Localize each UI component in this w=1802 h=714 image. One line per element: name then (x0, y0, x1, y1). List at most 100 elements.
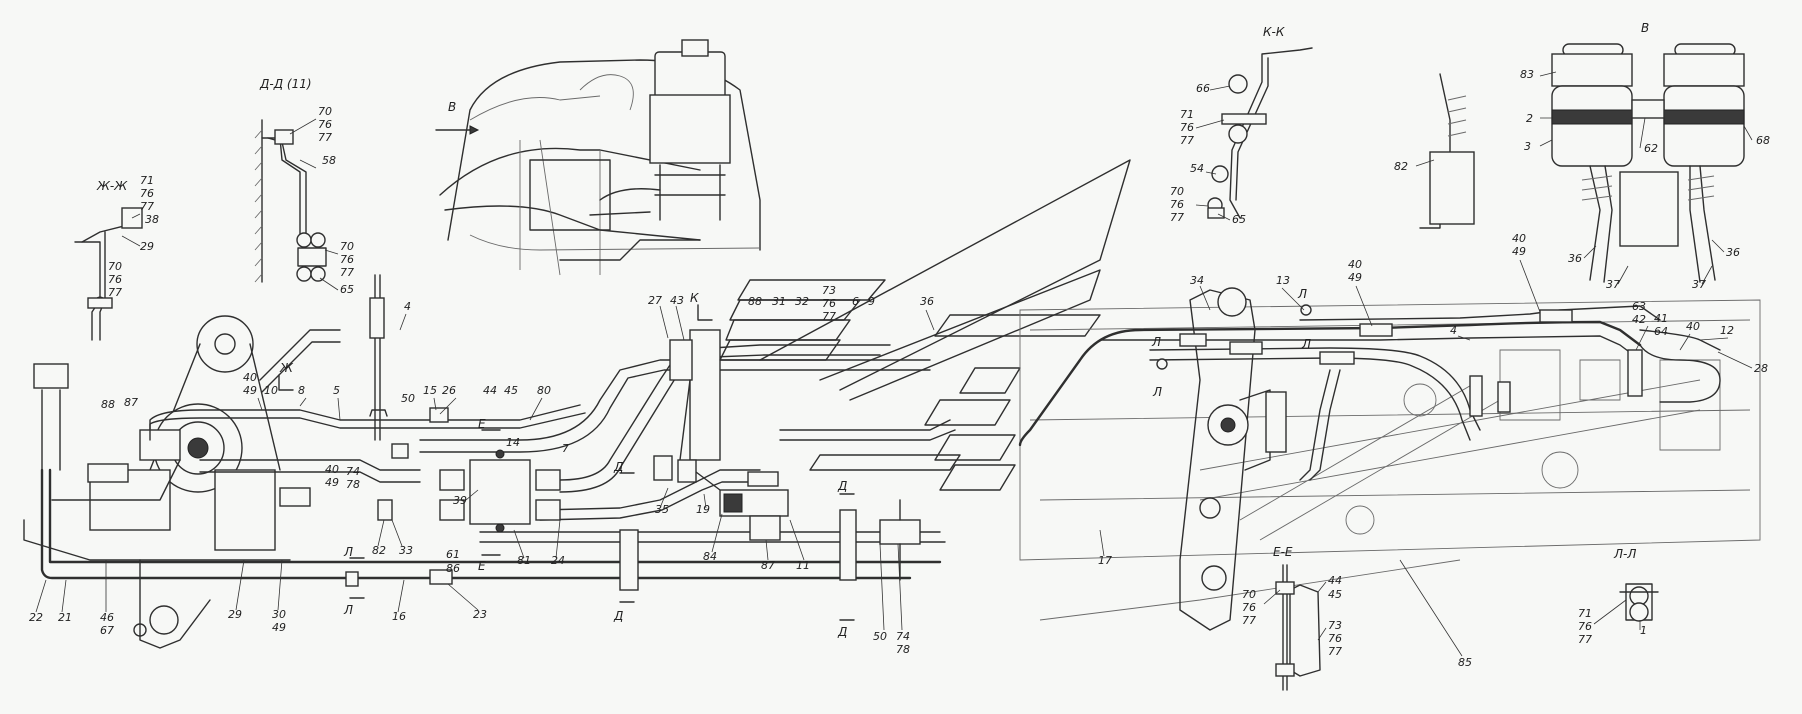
cut-d4: Д (837, 625, 847, 639)
callout: 71 (140, 174, 154, 187)
callout: 32 (795, 295, 809, 308)
cut-e-top: Е (478, 417, 486, 431)
callout: 26 (442, 384, 456, 397)
cut-d1: Д (613, 460, 623, 474)
callout: 76 (822, 297, 836, 310)
view-arrow-v: В (435, 100, 480, 135)
callout: 78 (896, 643, 910, 656)
callout: 49 (1512, 245, 1526, 258)
callout: 77 (1578, 633, 1592, 646)
cut-l2: Л (343, 603, 353, 617)
callout: 70 (1170, 185, 1184, 198)
callout: 76 (318, 118, 332, 131)
callout: 76 (1328, 632, 1342, 645)
callout: 2 (1526, 112, 1533, 125)
callout: 71 (1180, 108, 1194, 121)
callout: 77 (1242, 614, 1256, 627)
callout: 5 (333, 384, 340, 397)
callout: 76 (1578, 620, 1592, 633)
callout: 76 (140, 187, 154, 200)
right-bracket (1179, 287, 1287, 631)
callout: 31 (772, 295, 786, 308)
hatched-panels (719, 159, 1131, 491)
view-arrow-v-label: В (448, 100, 456, 114)
callout: 40 (243, 371, 257, 384)
callout: 77 (318, 131, 332, 144)
callout: 6 (852, 295, 859, 308)
callout: 30 (272, 608, 286, 621)
callout: 66 (1196, 82, 1210, 95)
callout: 86 (446, 562, 460, 575)
cut-e-bottom: Е (478, 559, 486, 573)
callout: 24 (551, 554, 565, 567)
callout: 29 (140, 240, 154, 253)
section-ee: Е-Е (1273, 545, 1321, 691)
view-v-title: В (1641, 21, 1649, 35)
callout: 80 (537, 384, 551, 397)
callout: 13 (1276, 274, 1290, 287)
callout: 28 (1754, 362, 1768, 375)
callout: 7 (562, 442, 569, 455)
callout: 45 (1328, 588, 1342, 601)
callout: 37 (1606, 278, 1620, 291)
callout: 36 (1726, 246, 1740, 259)
callout: 77 (140, 200, 154, 213)
cut-l4: Л (1152, 385, 1162, 399)
callout: 9 (868, 295, 875, 308)
callout: 82 (1394, 160, 1408, 173)
callout: 4 (1450, 324, 1457, 337)
cut-l5: Л (1297, 287, 1307, 301)
callout: 88 (748, 295, 762, 308)
callout: 37 (1692, 278, 1706, 291)
callout: 4 (404, 300, 411, 313)
callout: 82 (372, 544, 386, 557)
callout: 77 (1180, 134, 1194, 147)
callout: 15 (423, 384, 437, 397)
callout: 45 (504, 384, 518, 397)
callout: 43 (670, 294, 684, 307)
callout: 62 (1644, 142, 1658, 155)
section-ll: Л-Л (1613, 547, 1659, 622)
callout: 61 (446, 548, 460, 561)
callout: 40 (1512, 232, 1526, 245)
leader-lines (35, 71, 1753, 657)
callout: 63 (1632, 300, 1646, 313)
callout: 29 (228, 608, 242, 621)
callout: 68 (1756, 134, 1770, 147)
section-ee-title: Е-Е (1273, 545, 1293, 559)
callout: 76 (340, 253, 354, 266)
callout: 74 (896, 630, 910, 643)
callout: 27 (648, 294, 662, 307)
callout: 70 (340, 240, 354, 253)
callout: 77 (340, 266, 354, 279)
callout: 73 (1328, 619, 1342, 632)
section-zh: Ж-Ж (74, 179, 143, 341)
callout: 77 (108, 286, 122, 299)
callout: 77 (1170, 211, 1184, 224)
callout: 1 (1640, 624, 1647, 637)
cut-l6: Л (1301, 337, 1311, 351)
callout: 78 (346, 478, 360, 491)
right-frame (1019, 299, 1761, 621)
callout: 3 (1524, 140, 1531, 153)
section-dd: Д-Д (11) (254, 77, 327, 283)
callout: 22 (29, 611, 43, 624)
callout: 21 (58, 611, 72, 624)
callout: 39 (453, 494, 467, 507)
callout: 70 (1242, 588, 1256, 601)
callout: 17 (1098, 554, 1112, 567)
callout: 85 (1458, 656, 1472, 669)
callout: 49 (325, 476, 339, 489)
callout: 84 (703, 550, 717, 563)
cut-d3: Д (837, 479, 847, 493)
callout: 81 (517, 554, 531, 567)
callout: 46 (100, 611, 114, 624)
callout: 42 (1632, 313, 1646, 326)
callout: 54 (1190, 162, 1204, 175)
callout: 73 (822, 284, 836, 297)
callout: 83 (1520, 68, 1534, 81)
callout: 49 (1348, 271, 1362, 284)
callout: 76 (1170, 198, 1184, 211)
section-ll-title: Л-Л (1613, 547, 1636, 561)
callout: 33 (399, 544, 413, 557)
